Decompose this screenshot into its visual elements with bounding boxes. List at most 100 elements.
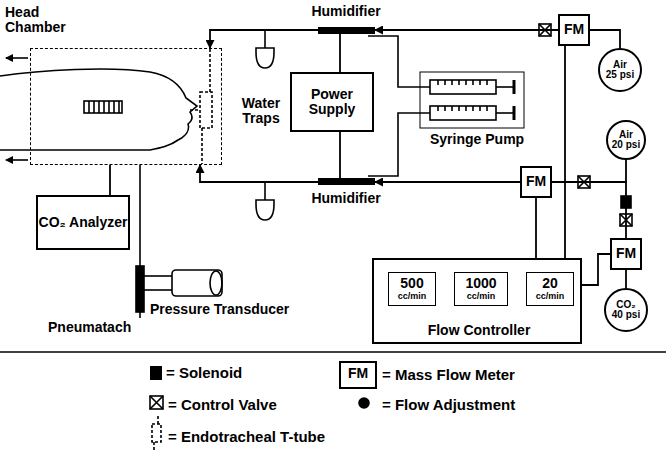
pneumatach [136, 266, 144, 312]
tube-connector [375, 29, 558, 31]
flow-display: 1000cc/min [454, 272, 508, 306]
graduation [458, 106, 460, 111]
infusion-line [368, 113, 430, 176]
tube-connector [200, 165, 318, 182]
plunger [513, 106, 516, 120]
graduation [472, 80, 474, 85]
tube-connector [582, 254, 610, 285]
mass-flow-meter: FM [558, 14, 590, 46]
part-label: Syringe Pump [430, 132, 524, 147]
node-label: FM [616, 246, 636, 261]
node-label: Humidifier [311, 4, 380, 19]
node-label: FM [526, 174, 546, 189]
legend-swatch [150, 366, 162, 380]
coil-winding [98, 101, 100, 113]
graduation [444, 106, 446, 111]
humidifier: Humidifier [318, 27, 375, 34]
co2-analyzer: CO₂ Analyzer [36, 195, 130, 250]
neck-coil [84, 101, 122, 113]
graduation [437, 106, 439, 111]
node-label: 20 psi [612, 140, 640, 151]
air-supply: Air25 psi [598, 48, 642, 92]
t-tube-line [209, 49, 211, 92]
node-label: 25 psi [606, 70, 634, 81]
tube-connector [210, 30, 318, 48]
syringe-graduations [438, 80, 487, 111]
node-label: 500 [400, 276, 423, 291]
node-label: 1000 [465, 276, 496, 291]
legend-t-tube [152, 416, 161, 452]
humidifier: Humidifier [318, 178, 375, 185]
syringe [430, 106, 496, 120]
plunger [496, 112, 514, 114]
water-trap [256, 200, 274, 220]
coil-windings [89, 101, 119, 113]
tube-connector [109, 165, 111, 195]
t-tube-line [190, 109, 200, 111]
tube-connector [552, 182, 626, 238]
legend-text: = Control Valve [168, 396, 277, 413]
coil-winding [93, 101, 95, 113]
head-chamber: Head Chamber [30, 48, 222, 165]
node-label: Humidifier [311, 191, 380, 206]
graduation [437, 80, 439, 85]
legend-fm-text: FM [340, 366, 376, 381]
coil-winding [103, 101, 105, 113]
legend-text: = Solenoid [166, 364, 242, 381]
node-label: 40 psi [612, 310, 640, 321]
trap-stem [264, 30, 266, 48]
node-label: Air [613, 60, 627, 71]
pressure-transducer [210, 271, 222, 295]
legend-separator [0, 351, 666, 353]
flow-display: 20cc/min [526, 272, 574, 306]
coil-winding [88, 101, 90, 113]
transducer-line [144, 289, 172, 291]
graduation [479, 106, 481, 111]
transducer-line [144, 275, 172, 277]
tube-connector [535, 198, 537, 258]
graduation [458, 80, 460, 85]
outflow-arrow [6, 57, 28, 59]
node-label: cc/min [467, 292, 496, 302]
air-supply: Air20 psi [606, 120, 646, 160]
plunger [496, 86, 514, 88]
graduation [465, 106, 467, 111]
tube-connector [375, 181, 520, 183]
node-label: FM [564, 22, 584, 37]
node-label: Air [619, 130, 633, 141]
plunger [513, 80, 516, 94]
graduation [451, 106, 453, 111]
flow-controller: Flow Controller500cc/min1000cc/min20cc/m… [372, 258, 582, 344]
t-tube-line [201, 128, 203, 164]
part-label: Water Traps [232, 96, 290, 127]
graduation [451, 80, 453, 85]
legend-flow-adjustment [359, 398, 369, 408]
water-trap [256, 48, 274, 68]
tube-connector [625, 270, 627, 288]
outflow-arrow [6, 159, 28, 161]
pump-housing [420, 72, 524, 128]
legend-text: = Mass Flow Meter [382, 366, 515, 383]
node-label: Head Chamber [5, 5, 85, 36]
tube-connector [339, 34, 341, 72]
node-label: Flow Controller [428, 323, 531, 338]
flow-display: 500cc/min [388, 272, 436, 306]
part-label: Pneumatach [48, 320, 131, 335]
tube-connector [339, 132, 341, 178]
node-label: Power Supply [292, 87, 372, 118]
node-label: CO₂ [616, 300, 635, 311]
co2-supply: CO₂40 psi [604, 288, 648, 332]
part-label: Pressure Transducer [150, 302, 289, 317]
coil-winding [118, 101, 120, 113]
tube-connector [552, 160, 626, 182]
tube-connector [590, 30, 620, 48]
graduation [444, 80, 446, 85]
coil-winding [113, 101, 115, 113]
infusion-line [368, 36, 430, 87]
legend-control-valve [150, 396, 163, 409]
mass-flow-meter: FM [610, 238, 642, 270]
syringe [430, 80, 496, 94]
node-label: CO₂ Analyzer [39, 215, 128, 230]
mass-flow-meter: FM [520, 166, 552, 198]
